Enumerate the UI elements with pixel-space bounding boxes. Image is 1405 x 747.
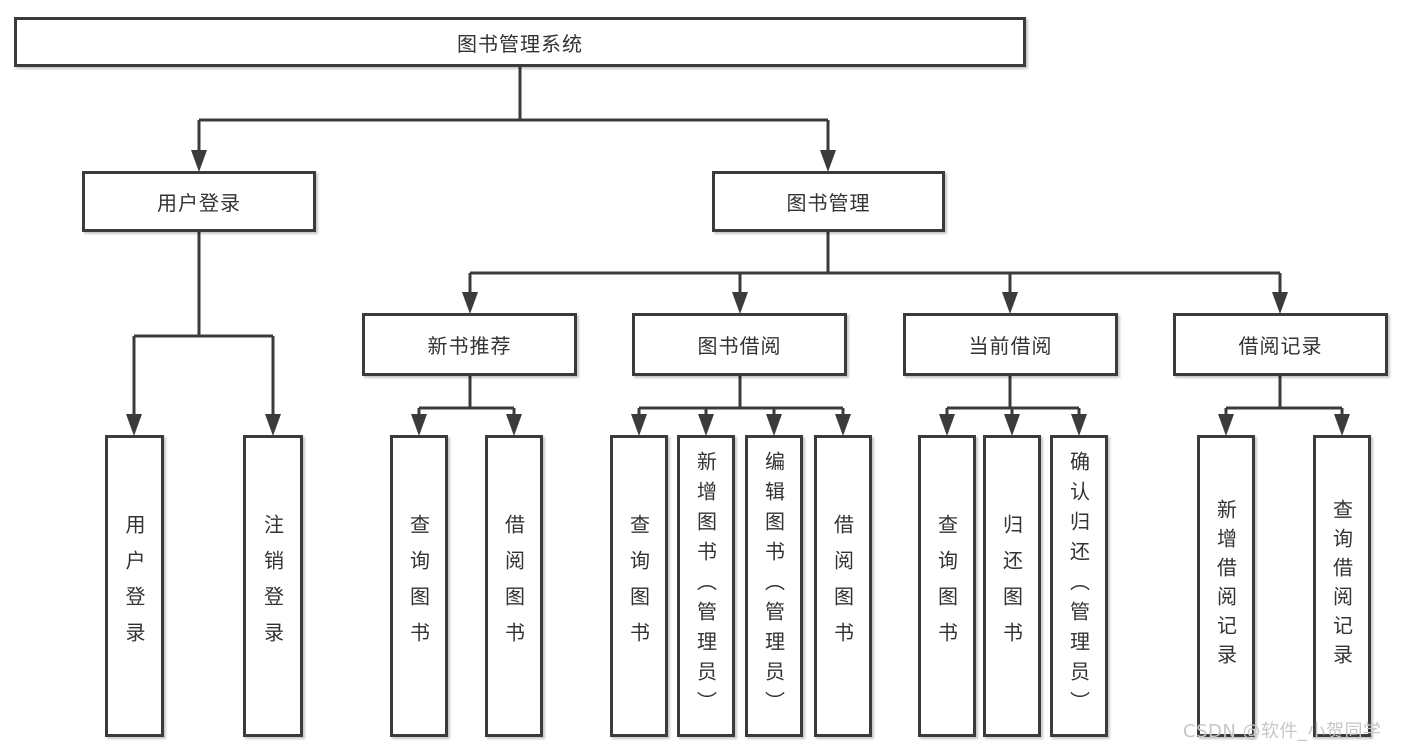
leaf-records-query-record: 查询借阅记录 (1313, 435, 1371, 737)
connector-book-borrow-to-leaves (631, 376, 851, 436)
node-book-borrow: 图书借阅 (632, 313, 847, 376)
leaf-newbook-query-books: 查询图书 (390, 435, 448, 737)
node-user-login: 用户登录 (82, 171, 316, 232)
arrowhead-icon (1004, 414, 1020, 436)
connector-new-book-to-leaves (411, 376, 522, 436)
leaf-borrow-edit-book-admin: 编辑图书（管理员） (745, 435, 803, 737)
connector-line (468, 232, 1282, 294)
connector-line (1224, 376, 1344, 416)
node-current-borrow: 当前借阅 (903, 313, 1118, 376)
leaf-records-add-record: 新增借阅记录 (1197, 435, 1255, 737)
leaf-current-query-books: 查询图书 (918, 435, 976, 737)
arrowhead-icon (698, 414, 714, 436)
connector-line (197, 67, 830, 152)
leaf-borrow-borrow-books: 借阅图书 (814, 435, 872, 737)
leaf-newbook-borrow-books: 借阅图书 (485, 435, 543, 737)
connector-borrow-records-to-leaves (1218, 376, 1350, 436)
connector-root-to-level2 (191, 67, 836, 172)
connector-book-management-to-level3 (462, 232, 1288, 314)
connector-user-login-to-leaves (126, 232, 281, 436)
leaf-borrow-add-book-admin: 新增图书（管理员） (677, 435, 735, 737)
arrowhead-icon (835, 414, 851, 436)
connector-line (417, 376, 516, 416)
leaf-current-confirm-return-admin: 确认归还（管理员） (1050, 435, 1108, 737)
node-book-management: 图书管理 (712, 171, 945, 232)
arrowhead-icon (1334, 414, 1350, 436)
leaf-user-login: 用户登录 (105, 435, 164, 737)
connector-line (945, 376, 1081, 416)
arrowhead-icon (732, 292, 748, 314)
csdn-watermark: CSDN @软件_小贺同学 (1183, 721, 1382, 742)
arrowhead-icon (939, 414, 955, 436)
connector-line (132, 232, 275, 416)
arrowhead-icon (1272, 292, 1288, 314)
arrowhead-icon (191, 150, 207, 172)
leaf-current-return-books: 归还图书 (983, 435, 1041, 737)
arrowhead-icon (1071, 414, 1087, 436)
arrowhead-icon (126, 414, 142, 436)
node-new-book-recommend: 新书推荐 (362, 313, 577, 376)
connector-current-borrow-to-leaves (939, 376, 1087, 436)
connector-line (637, 376, 845, 416)
arrowhead-icon (1218, 414, 1234, 436)
node-borrow-records: 借阅记录 (1173, 313, 1388, 376)
arrowhead-icon (411, 414, 427, 436)
leaf-borrow-query-books: 查询图书 (610, 435, 668, 737)
arrowhead-icon (265, 414, 281, 436)
arrowhead-icon (462, 292, 478, 314)
arrowhead-icon (820, 150, 836, 172)
arrowhead-icon (1002, 292, 1018, 314)
arrowhead-icon (766, 414, 782, 436)
arrowhead-icon (506, 414, 522, 436)
leaf-logout: 注销登录 (243, 435, 303, 737)
arrowhead-icon (631, 414, 647, 436)
node-root-library-system: 图书管理系统 (14, 17, 1026, 67)
